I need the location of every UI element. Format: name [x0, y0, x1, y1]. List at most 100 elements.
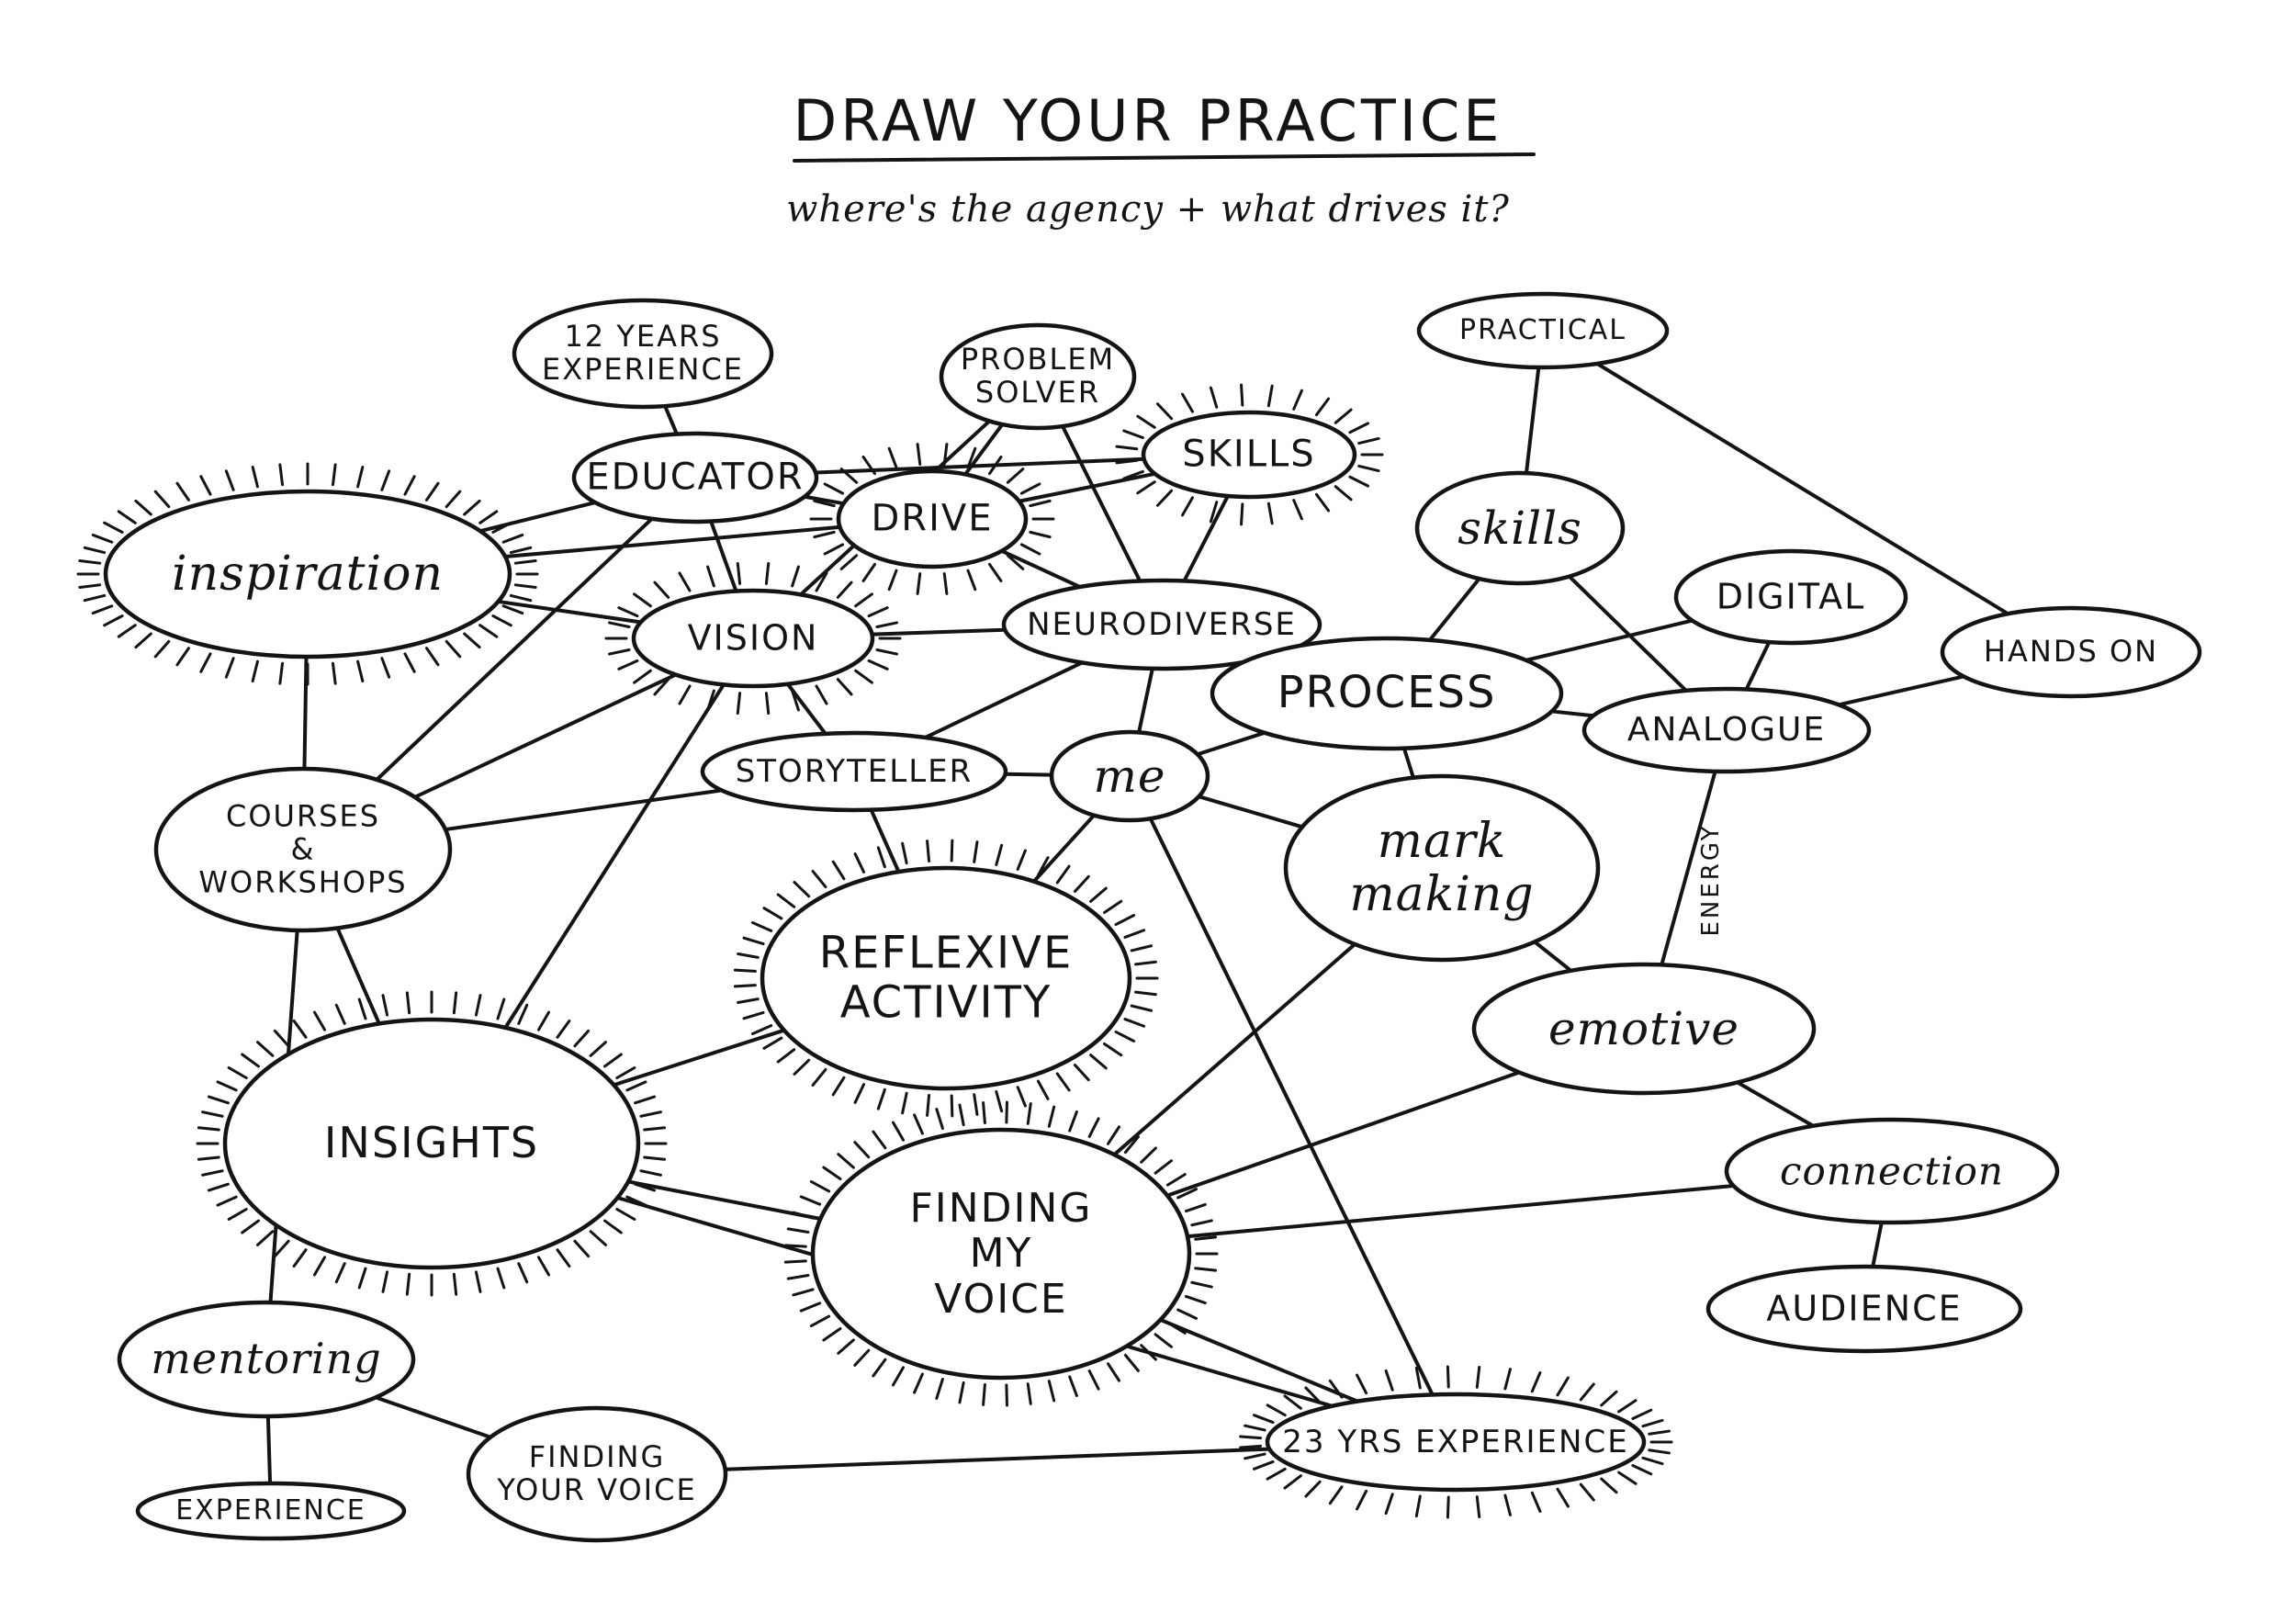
- ray-insights: [201, 1110, 224, 1118]
- ray-finding: [1184, 1294, 1207, 1305]
- ray-reflexive: [926, 1093, 931, 1117]
- ray-finding: [1047, 1380, 1056, 1403]
- ray-finding: [935, 1108, 944, 1131]
- ray-reflexive: [950, 1094, 954, 1118]
- edge-skills_top-drive: [1017, 471, 1157, 503]
- node-outline-drive: [836, 468, 1029, 569]
- ray-finding: [1123, 1135, 1140, 1155]
- ray-reflexive: [1073, 1063, 1090, 1082]
- ray-vision: [836, 678, 853, 696]
- ray-finding: [1165, 1321, 1187, 1335]
- ray-finding: [872, 1358, 887, 1378]
- ray-finding: [783, 1244, 807, 1248]
- node-audience: AUDIENCE: [1766, 1288, 1963, 1329]
- edge-inspiration-drive: [503, 524, 842, 559]
- node-findingyour: FINDING YOUR VOICE: [497, 1439, 697, 1507]
- node-outline-analogue: [1581, 686, 1872, 774]
- ray-finding: [792, 1211, 815, 1220]
- ray-inspiration: [380, 469, 391, 491]
- ray-reflexive: [1130, 1004, 1154, 1012]
- ray-skills_top: [1115, 458, 1139, 465]
- ray-vision: [617, 606, 639, 618]
- ray-insights: [603, 1053, 623, 1068]
- ray-finding: [1184, 1202, 1207, 1213]
- ray-years23: [1356, 1373, 1368, 1395]
- ray-finding: [913, 1372, 924, 1394]
- ray-inspiration: [278, 661, 285, 685]
- ray-finding: [853, 1141, 871, 1159]
- ray-insights: [381, 1270, 389, 1293]
- ray-insights: [405, 1272, 411, 1296]
- ray-reflexive: [1036, 1079, 1050, 1100]
- ray-inspiration: [513, 583, 537, 589]
- ray-inspiration: [403, 652, 416, 673]
- ray-years23: [1328, 1485, 1344, 1505]
- ray-skills_top: [1155, 489, 1174, 507]
- ray-finding: [1026, 1382, 1032, 1405]
- edge-emotive-finding: [1165, 1070, 1522, 1198]
- ray-years23: [1579, 1382, 1595, 1402]
- ray-reflexive: [876, 1088, 886, 1110]
- ray-reflexive: [926, 840, 931, 863]
- ray-years23: [1414, 1494, 1422, 1518]
- ray-inspiration: [251, 465, 259, 489]
- ray-insights: [643, 1155, 667, 1161]
- ray-reflexive: [901, 841, 908, 865]
- ray-vision: [875, 648, 899, 656]
- ray-reflexive: [853, 852, 866, 873]
- ray-finding: [1140, 1344, 1157, 1361]
- ray-finding: [1047, 1105, 1056, 1128]
- node-outline-skills_top: [1141, 410, 1357, 500]
- ray-finding: [1190, 1280, 1213, 1289]
- ray-years23: [1304, 1386, 1322, 1404]
- ray-reflexive: [973, 840, 979, 863]
- ray-inspiration: [103, 614, 124, 627]
- ray-finding: [872, 1130, 887, 1150]
- ray-vision: [764, 561, 771, 585]
- ray-insights: [273, 1239, 290, 1258]
- node-skills_top: SKILLS: [1182, 433, 1316, 476]
- ray-drive: [1006, 554, 1025, 570]
- ray-finding: [935, 1377, 944, 1400]
- node-emotive: emotive: [1548, 1002, 1740, 1055]
- ray-years23: [1266, 1467, 1287, 1481]
- node-experience: EXPERIENCE: [175, 1494, 366, 1527]
- node-years12: 12 YEARS EXPERIENCE: [541, 319, 745, 387]
- ray-inspiration: [331, 463, 337, 487]
- node-outline-audience: [1705, 1264, 2023, 1354]
- ray-insights: [334, 1003, 346, 1025]
- ray-reflexive: [737, 997, 760, 1005]
- ray-skills_top: [1240, 383, 1244, 407]
- ray-insights: [474, 1270, 482, 1293]
- ray-drive: [987, 562, 1003, 582]
- ray-skills_top: [1292, 499, 1303, 521]
- node-insights: INSIGHTS: [323, 1118, 540, 1168]
- ray-insights: [216, 1195, 238, 1207]
- ray-finding: [982, 1383, 986, 1406]
- ray-years23: [1283, 1394, 1302, 1410]
- edge-connection-finding: [1185, 1184, 1736, 1239]
- ray-insights: [573, 1029, 591, 1048]
- ray-finding: [1068, 1110, 1078, 1133]
- edge-drive-neurodiverse: [999, 548, 1082, 589]
- ray-drive: [861, 456, 877, 476]
- ray-inspiration: [463, 499, 481, 516]
- ray-inspiration: [91, 533, 114, 544]
- ray-insights: [537, 1256, 550, 1277]
- edge-markmaking-emotive: [1533, 940, 1573, 973]
- node-outline-practical: [1416, 291, 1670, 370]
- ray-finding: [783, 1259, 807, 1264]
- ray-finding: [913, 1113, 924, 1135]
- node-outline-handson: [1940, 605, 2202, 699]
- ray-vision: [678, 571, 692, 592]
- ray-inspiration: [224, 469, 235, 491]
- node-outline-insights: [222, 1017, 641, 1270]
- ray-finding: [1165, 1173, 1187, 1187]
- ray-skills_top: [1266, 384, 1274, 408]
- node-outline-mentoring: [117, 1300, 416, 1419]
- node-outline-findingyour: [466, 1405, 728, 1543]
- ray-years23: [1617, 1471, 1638, 1485]
- ray-finding: [1154, 1159, 1173, 1175]
- ray-inspiration: [501, 604, 524, 615]
- ray-reflexive: [742, 936, 765, 946]
